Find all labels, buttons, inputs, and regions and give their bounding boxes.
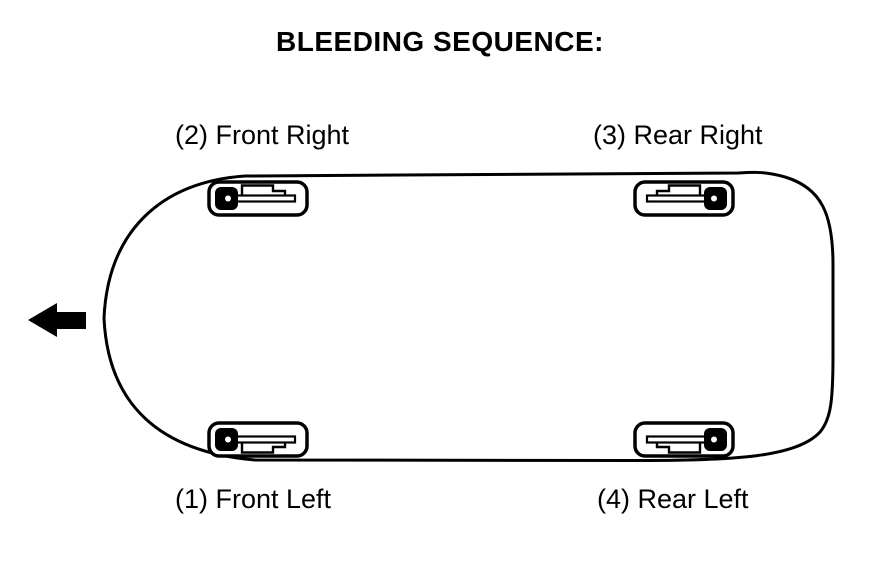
wheel-rear-left-icon <box>633 421 735 458</box>
label-front-right: (2) Front Right <box>175 120 350 150</box>
wheel-front-right-icon <box>207 180 309 217</box>
front-direction-arrow-icon <box>28 303 86 337</box>
wheel-rear-right-icon <box>633 180 735 217</box>
wheel-front-left-icon <box>207 421 309 458</box>
label-rear-right: (3) Rear Right <box>593 120 763 150</box>
label-front-left: (1) Front Left <box>175 484 332 514</box>
label-rear-left: (4) Rear Left <box>597 484 749 514</box>
diagram-title: BLEEDING SEQUENCE: <box>276 26 604 57</box>
car-body-outline <box>102 170 835 463</box>
